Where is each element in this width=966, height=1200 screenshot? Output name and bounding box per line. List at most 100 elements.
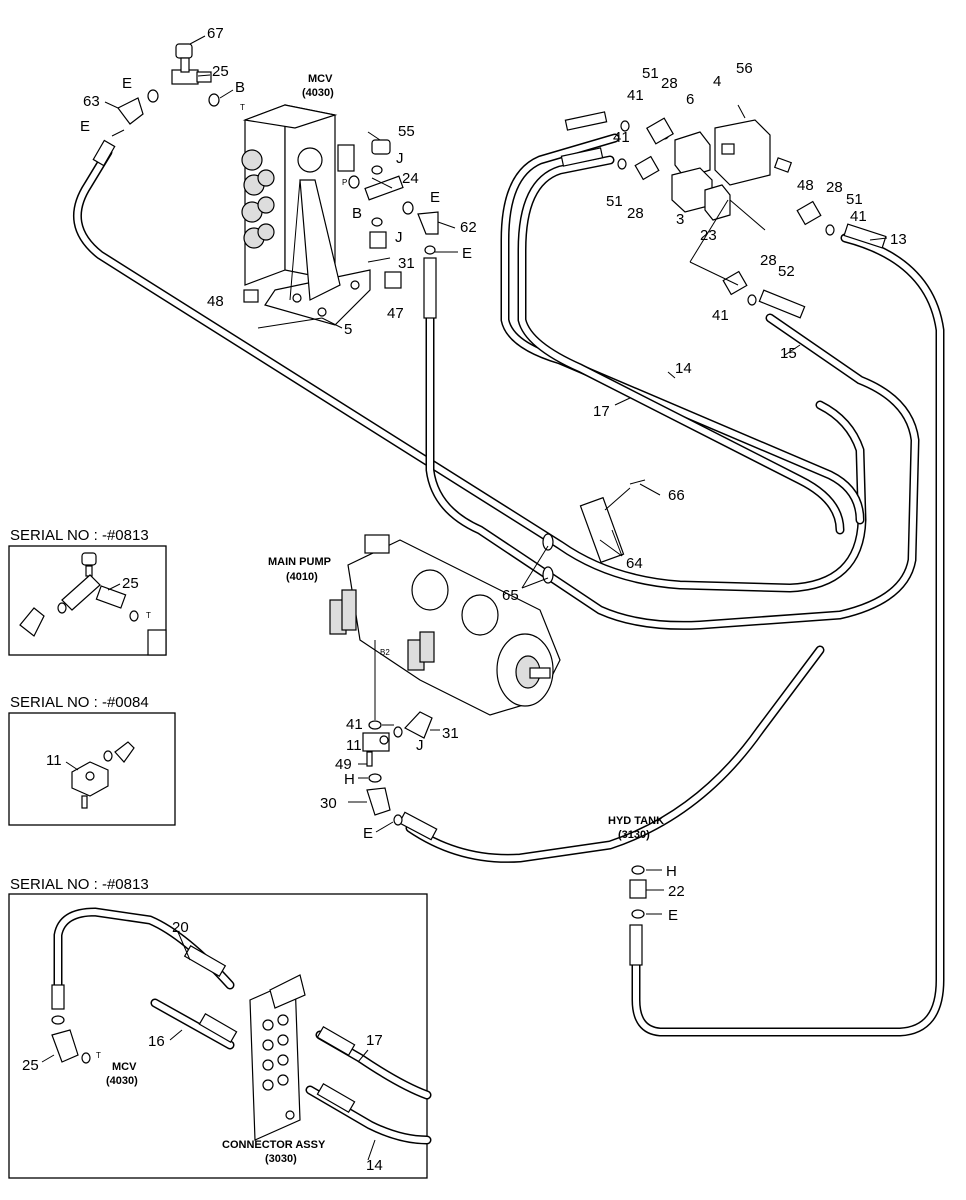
inset3-hoses	[51, 907, 432, 1145]
port-b2-label: B2	[380, 648, 390, 657]
callout-51: 51	[606, 193, 623, 210]
callout-25: 25	[212, 63, 229, 80]
hyd-tank-fittings	[629, 865, 647, 919]
inset3-callout-20: 20	[172, 919, 189, 936]
fittings-pump-port	[362, 711, 433, 826]
callout-47: 47	[387, 305, 404, 322]
hyd-tank-code: (3130)	[618, 829, 650, 841]
callout-28: 28	[661, 75, 678, 92]
callout-e: E	[462, 245, 472, 262]
inset3-mcv-label: MCV	[112, 1061, 137, 1073]
inset3-fittings: T	[41, 931, 376, 1161]
port-t-label: T	[240, 103, 245, 112]
connector-assy-label: CONNECTOR ASSY	[222, 1139, 326, 1151]
callout-31: 31	[442, 725, 459, 742]
clamp-assembly	[542, 479, 646, 584]
inset1-port-t: T	[146, 611, 151, 620]
mcv-code: (4030)	[302, 87, 334, 99]
callout-62: 62	[460, 219, 477, 236]
callout-52: 52	[778, 263, 795, 280]
hose-17	[517, 155, 845, 535]
callout-e: E	[80, 118, 90, 135]
callout-63: 63	[83, 93, 100, 110]
callout-3: 3	[676, 211, 684, 228]
callout-41: 41	[613, 129, 630, 146]
callout-41: 41	[850, 208, 867, 225]
callout-6: 6	[686, 91, 694, 108]
inset3-serial: SERIAL NO : -#0813	[10, 876, 149, 893]
hose-30	[405, 645, 825, 863]
main-pump-label: MAIN PUMP	[268, 556, 331, 568]
callout-23: 23	[700, 227, 717, 244]
callout-b: B	[235, 79, 245, 96]
callout-b: B	[352, 205, 362, 222]
valve-blocks-top-right	[617, 104, 835, 306]
callout-5: 5	[344, 321, 352, 338]
hose-14	[500, 133, 865, 525]
callout-67: 67	[207, 25, 224, 42]
callout-j: J	[395, 229, 403, 246]
hose-13	[631, 233, 945, 1037]
inset1-serial: SERIAL NO : -#0813	[10, 527, 149, 544]
callout-e: E	[363, 825, 373, 842]
callout-e: E	[668, 907, 678, 924]
callout-4: 4	[713, 73, 721, 90]
callout-22: 22	[668, 883, 685, 900]
callout-h: H	[344, 771, 355, 788]
callout-13: 13	[890, 231, 907, 248]
callout-49: 49	[335, 756, 352, 773]
callout-28: 28	[627, 205, 644, 222]
callout-66: 66	[668, 487, 685, 504]
inset3-callout-16: 16	[148, 1033, 165, 1050]
inset1-fittings: T	[19, 552, 167, 656]
connector-assy	[249, 974, 306, 1141]
hose-from-62	[425, 260, 920, 630]
callout-30: 30	[320, 795, 337, 812]
callout-55: 55	[398, 123, 415, 140]
callout-51: 51	[642, 65, 659, 82]
inset3-mcv-code: (4030)	[106, 1075, 138, 1087]
inset3-callout-17: 17	[366, 1032, 383, 1049]
callout-56: 56	[736, 60, 753, 77]
mcv-label: MCV	[308, 73, 333, 85]
callout-leaders	[104, 35, 888, 915]
callout-28: 28	[826, 179, 843, 196]
port-p-label: P	[342, 178, 347, 187]
main-pump	[329, 534, 561, 720]
callout-28: 28	[760, 252, 777, 269]
fittings-mcv-right	[243, 139, 439, 303]
fittings-top-left	[111, 43, 220, 137]
callout-14: 14	[675, 360, 692, 377]
hose-fittings	[92, 111, 887, 966]
callout-64: 64	[626, 555, 643, 572]
callout-48: 48	[207, 293, 224, 310]
leader-lines-top-right	[689, 199, 766, 286]
callout-j: J	[396, 150, 404, 167]
callout-24: 24	[402, 170, 419, 187]
callout-h: H	[666, 863, 677, 880]
inset3-callout-25: 25	[22, 1057, 39, 1074]
inset3-port-t: T	[96, 1051, 101, 1060]
inset1-callout-25: 25	[122, 575, 139, 592]
callout-11: 11	[346, 737, 362, 754]
inset2-callout-11: 11	[46, 752, 62, 769]
callout-31: 31	[398, 255, 415, 272]
callout-17: 17	[593, 403, 610, 420]
callout-48: 48	[797, 177, 814, 194]
callout-j: J	[416, 737, 424, 754]
callout-numbers: 67 25 E B 63 E 55 J 24 E B 62 J E 31 48 …	[22, 25, 907, 1174]
callout-41: 41	[346, 716, 363, 733]
callout-e: E	[122, 75, 132, 92]
callout-41: 41	[627, 87, 644, 104]
mcv-valve-block	[241, 104, 355, 286]
hose-left-long	[72, 147, 867, 593]
main-pump-code: (4010)	[286, 571, 318, 583]
inset2-serial: SERIAL NO : -#0084	[10, 694, 149, 711]
callout-41: 41	[712, 307, 729, 324]
bracket-5	[264, 179, 371, 326]
callout-65: 65	[502, 587, 519, 604]
connector-assy-code: (3030)	[265, 1153, 297, 1165]
inset2-fittings	[65, 741, 135, 809]
callout-15: 15	[780, 345, 797, 362]
